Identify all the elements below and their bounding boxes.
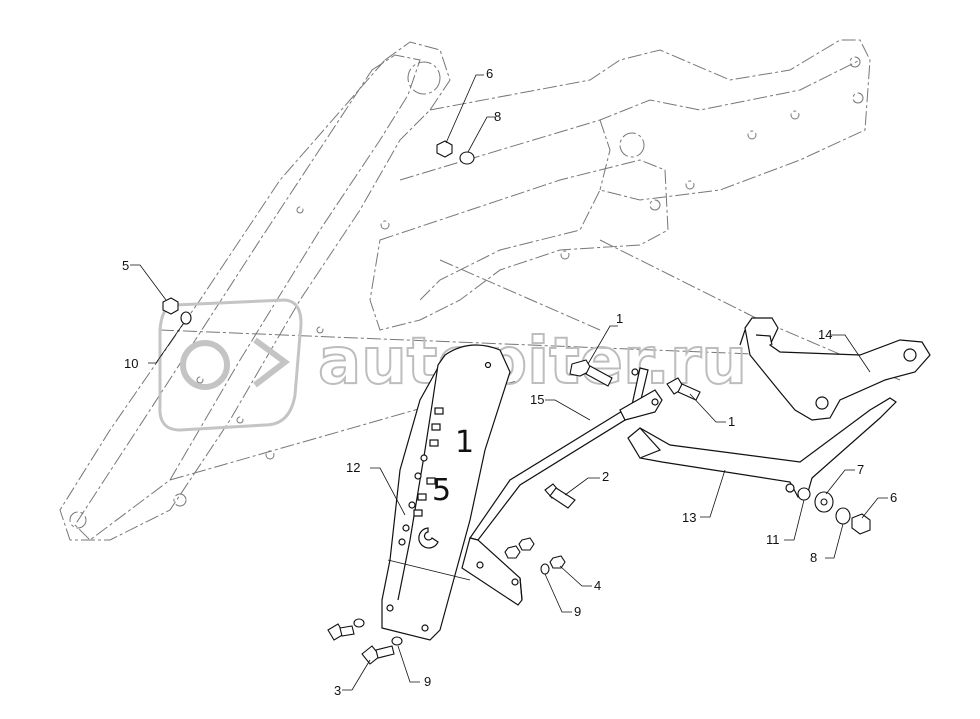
arm-bracket-part-15 <box>461 367 663 606</box>
callout-8a: 8 <box>494 109 501 124</box>
washer-part-9-c <box>540 563 550 575</box>
callout-14: 14 <box>818 327 832 342</box>
callout-1b: 1 <box>728 414 735 429</box>
leader-lines <box>130 74 888 691</box>
nut-part-4 <box>549 555 566 569</box>
washer-part-10 <box>180 311 192 325</box>
bolt-part-3-a <box>327 623 355 641</box>
bolt-part-2 <box>544 483 576 509</box>
washer-part-8-b <box>835 507 851 525</box>
washer-part-9-a <box>353 618 365 628</box>
callout-11: 11 <box>766 532 780 547</box>
callout-9b: 9 <box>424 674 431 689</box>
watermark-logo <box>158 298 303 432</box>
washer-part-8-a <box>459 151 475 165</box>
nut-part-4-c <box>518 537 535 551</box>
callout-4: 4 <box>594 578 601 593</box>
plate-mark-top: 1 <box>455 425 474 460</box>
callout-12: 12 <box>346 460 360 475</box>
washer-part-9-b <box>391 636 403 646</box>
callout-6a: 6 <box>486 66 493 81</box>
plate-mark-bottom: 5 <box>432 473 451 508</box>
callout-1a: 1 <box>616 311 623 326</box>
callout-8b: 8 <box>810 550 817 565</box>
callout-3: 3 <box>334 683 341 698</box>
lever-part-14 <box>739 317 931 421</box>
hardware <box>162 140 871 665</box>
nut-part-6-a <box>436 140 453 158</box>
bolt-part-3-b <box>361 645 395 665</box>
rod-part-13 <box>627 397 897 498</box>
nut-part-4-b <box>504 545 521 559</box>
phantom-frame <box>59 39 901 541</box>
bolt-part-1-b <box>666 377 701 401</box>
callout-13: 13 <box>682 510 696 525</box>
callout-15: 15 <box>530 392 544 407</box>
bolt-part-1-a <box>569 359 613 387</box>
callouts: 1 1 2 3 4 5 6 6 7 8 8 9 9 10 11 12 13 14… <box>122 66 897 698</box>
callout-10: 10 <box>124 356 138 371</box>
callout-5: 5 <box>122 258 129 273</box>
callout-6b: 6 <box>890 490 897 505</box>
callout-9a: 9 <box>574 604 581 619</box>
nut-part-6-b <box>851 513 871 535</box>
callout-2: 2 <box>602 469 609 484</box>
bracket-plate-part-12 <box>381 344 511 641</box>
nut-part-5 <box>162 297 179 315</box>
callout-7: 7 <box>857 462 864 477</box>
bushing-part-11 <box>797 487 811 501</box>
